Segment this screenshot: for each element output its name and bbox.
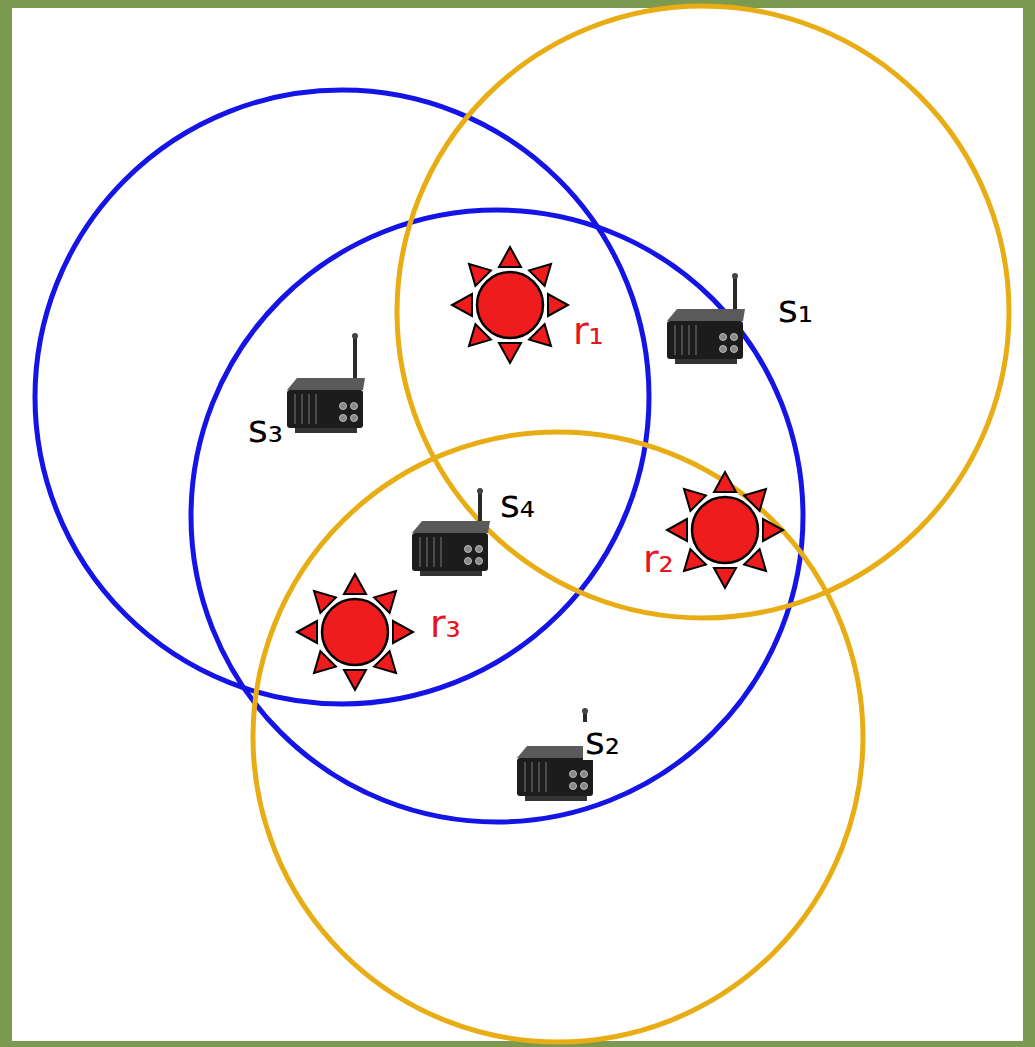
sensing-range-circle [397, 6, 1009, 618]
sensor-device [667, 273, 745, 364]
sensing-range-circle [191, 210, 803, 822]
target-symbol [297, 574, 413, 690]
device-foot [525, 796, 587, 801]
device-body [667, 321, 743, 359]
device-ridge [695, 325, 697, 355]
device-ridge [688, 325, 690, 355]
sensor-label: s₂ [583, 722, 622, 760]
device-foot [675, 359, 737, 364]
target-label: r₂ [641, 540, 676, 578]
device-ridge [301, 394, 303, 424]
device-ridge [294, 394, 296, 424]
device-ridge [538, 762, 540, 792]
device-connector [476, 558, 483, 565]
antenna-tip [582, 708, 588, 714]
device-connector [581, 783, 588, 790]
device-foot [295, 428, 357, 433]
device-ridge [681, 325, 683, 355]
device-body [287, 390, 363, 428]
device-connector [351, 403, 358, 410]
device-foot [420, 571, 482, 576]
device-body [412, 533, 488, 571]
device-ridge [308, 394, 310, 424]
device-connector [731, 334, 738, 341]
sun-ray [548, 294, 568, 316]
antenna-tip [477, 488, 483, 494]
sun-ray [763, 519, 783, 541]
sensor-device [287, 333, 365, 433]
sun-ray [393, 621, 413, 643]
device-ridge [315, 394, 317, 424]
antenna-tip [732, 273, 738, 279]
target-label: r₃ [428, 605, 463, 643]
sun-disc [322, 599, 388, 665]
device-ridge [545, 762, 547, 792]
device-ridge [426, 537, 428, 567]
sun-ray [297, 621, 317, 643]
sun-ray [344, 670, 366, 690]
device-top [287, 378, 365, 390]
antenna-tip [352, 333, 358, 339]
sun-ray [344, 574, 366, 594]
device-connector [720, 334, 727, 341]
sensor-label: s₃ [246, 410, 285, 448]
sun-ray [499, 343, 521, 363]
device-connector [581, 771, 588, 778]
sun-ray [499, 247, 521, 267]
sun-disc [692, 497, 758, 563]
device-connector [731, 346, 738, 353]
device-top [667, 309, 745, 321]
device-ridge [674, 325, 676, 355]
target-label: r₁ [571, 312, 606, 350]
device-connector [465, 546, 472, 553]
device-connector [465, 558, 472, 565]
device-ridge [531, 762, 533, 792]
sensor-device [412, 488, 490, 576]
device-connector [351, 415, 358, 422]
device-connector [340, 403, 347, 410]
device-top [412, 521, 490, 533]
device-ridge [440, 537, 442, 567]
sun-ray [714, 472, 736, 492]
sensing-range-circle [253, 432, 863, 1042]
device-body [517, 758, 593, 796]
target-symbol [452, 247, 568, 363]
device-connector [570, 783, 577, 790]
device-connector [570, 771, 577, 778]
sun-ray [714, 568, 736, 588]
sun-disc [477, 272, 543, 338]
target-symbol [667, 472, 783, 588]
device-ridge [433, 537, 435, 567]
sensor-label: s₄ [498, 485, 537, 523]
device-ridge [419, 537, 421, 567]
sensor-label: s₁ [776, 290, 815, 328]
sensing-range-circle [35, 90, 649, 704]
device-connector [476, 546, 483, 553]
sun-ray [667, 519, 687, 541]
white-ground [12, 8, 1023, 1041]
sun-ray [452, 294, 472, 316]
device-connector [720, 346, 727, 353]
device-ridge [524, 762, 526, 792]
device-connector [340, 415, 347, 422]
